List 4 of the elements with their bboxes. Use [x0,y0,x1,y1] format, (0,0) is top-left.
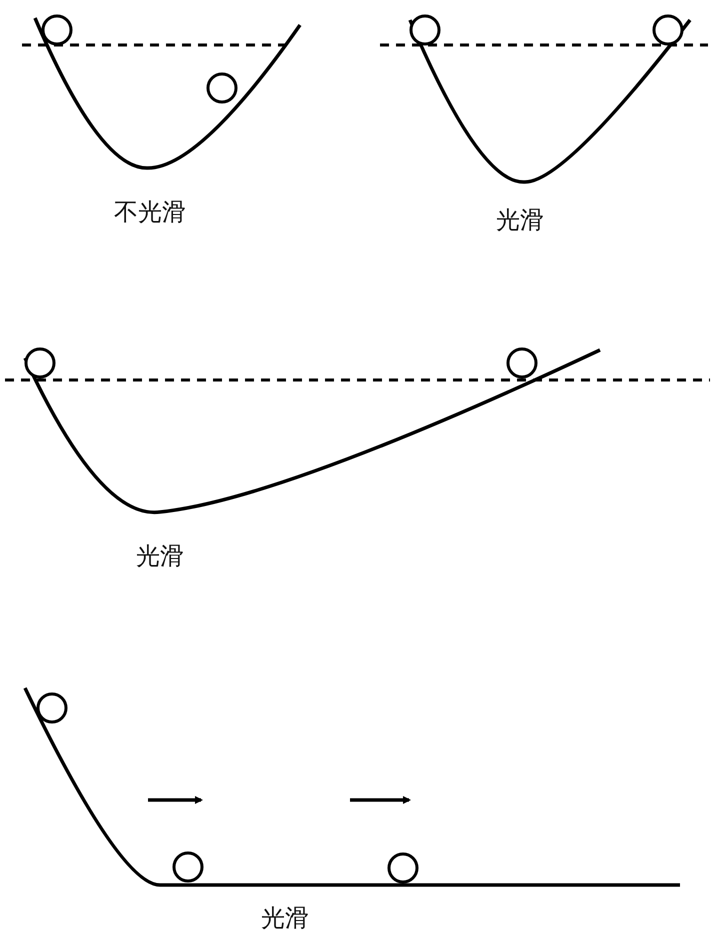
surface-label: 光滑 [496,205,544,236]
surface-label: 不光滑 [114,197,186,228]
surface-label: 光滑 [136,541,184,572]
surface-label: 光滑 [261,903,309,934]
